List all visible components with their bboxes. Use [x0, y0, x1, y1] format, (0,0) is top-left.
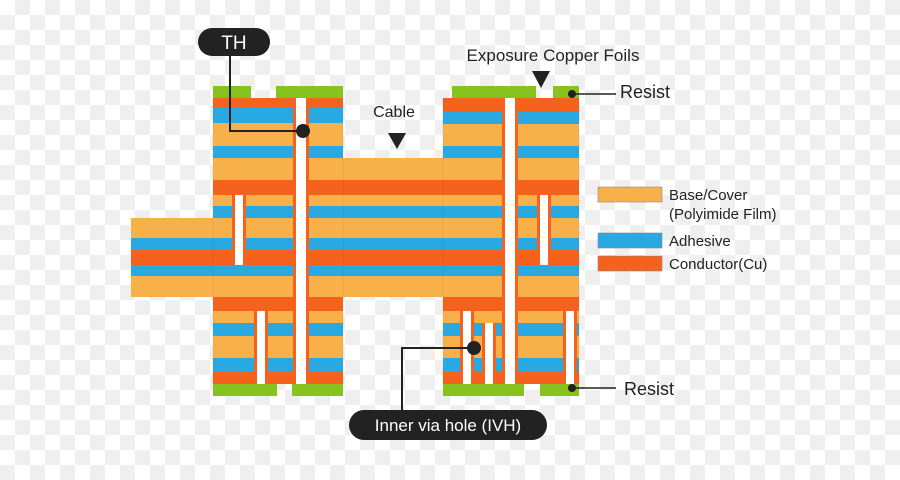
th-label: TH [221, 33, 246, 54]
resist-bottom-marker-dot [568, 384, 576, 392]
cable-label: Cable [373, 104, 415, 121]
cable-layer-adhesive [343, 206, 443, 218]
cable-layer-base [343, 158, 443, 180]
inner-via-hole [235, 195, 243, 265]
left-rigid-layer-adhesive [213, 146, 343, 158]
inner-via-hole [566, 311, 574, 384]
cable-layer-base [343, 218, 443, 238]
left-tail-layer-base [131, 276, 213, 297]
left-tail-layer-adhesive [131, 238, 213, 250]
th-leader-line [229, 52, 303, 132]
section-edge [578, 98, 580, 384]
resist-bottom-label: Resist [624, 379, 674, 399]
left-rigid-layer-base [213, 336, 343, 358]
legend-label-base: Base/Cover [669, 187, 747, 204]
cable-layer-base [343, 276, 443, 297]
exposure-arrow-icon [532, 71, 550, 88]
resist-pad-top [276, 86, 343, 98]
resist-pad-top [213, 86, 251, 98]
left-rigid-layer-base [213, 276, 343, 297]
legend-sublabel-base: (Polyimide Film) [669, 206, 777, 223]
inner-via-hole [257, 311, 265, 384]
left-rigid-layer-conductor [213, 297, 343, 311]
cable-layer-conductor [343, 250, 443, 265]
resist-pad-bottom [213, 384, 277, 396]
cable-layer-adhesive [343, 238, 443, 250]
left-tail-layer-conductor [131, 250, 213, 265]
inner-via-hole [540, 195, 548, 265]
through-hole-hole [296, 98, 306, 384]
ivh-badge [349, 410, 547, 440]
left-rigid-layer-conductor [213, 98, 343, 108]
resist-top-marker-dot [568, 90, 576, 98]
left-tail-layer-adhesive [131, 265, 213, 276]
left-rigid-layer-conductor [213, 180, 343, 195]
cable-layer-adhesive [343, 265, 443, 276]
via-group [232, 98, 577, 384]
left-rigid-layer-adhesive [213, 358, 343, 372]
legend-label-conductor: Conductor(Cu) [669, 256, 767, 273]
ivh-marker-dot [467, 341, 481, 355]
left-rigid-layer-base [213, 158, 343, 180]
legend-label-adhesive: Adhesive [669, 233, 731, 250]
resist-pad-bottom [443, 384, 524, 396]
left-rigid-layer-adhesive [213, 323, 343, 336]
ivh-label: Inner via hole (IVH) [375, 416, 521, 435]
ivh-callout: Inner via hole (IVH) [349, 341, 547, 440]
section-edge [212, 98, 214, 384]
th-badge [198, 28, 270, 56]
legend-swatch-base [597, 186, 663, 203]
resist-top-label: Resist [620, 82, 670, 102]
ivh-leader-line [401, 347, 474, 412]
inner-via-hole [485, 323, 493, 384]
left-rigid-layer-adhesive [213, 108, 343, 123]
left-rigid-layer-base [213, 123, 343, 146]
resist-pad-top [452, 86, 536, 98]
left-rigid-layer-base [213, 311, 343, 323]
left-rigid-layer-base [213, 195, 343, 206]
cable-layer-conductor [343, 180, 443, 195]
section-edge [442, 98, 444, 384]
section-edge [342, 98, 344, 384]
th-marker-dot [296, 124, 310, 138]
cable-layer-base [343, 195, 443, 206]
left-rigid-layer-adhesive [213, 265, 343, 276]
legend-swatch-adhesive [597, 232, 663, 249]
left-rigid-layer-conductor [213, 372, 343, 384]
exposure-copper-foils-label: Exposure Copper Foils [467, 46, 640, 65]
th-callout: TH [198, 28, 310, 138]
legend-swatch-conductor [597, 255, 663, 272]
cable-arrow-icon [388, 133, 406, 149]
resist-pad-bottom [292, 384, 343, 396]
through-hole-hole [505, 98, 515, 384]
left-tail-layer-base [131, 218, 213, 238]
legend: Base/Cover (Polyimide Film) Adhesive Con… [597, 186, 777, 273]
